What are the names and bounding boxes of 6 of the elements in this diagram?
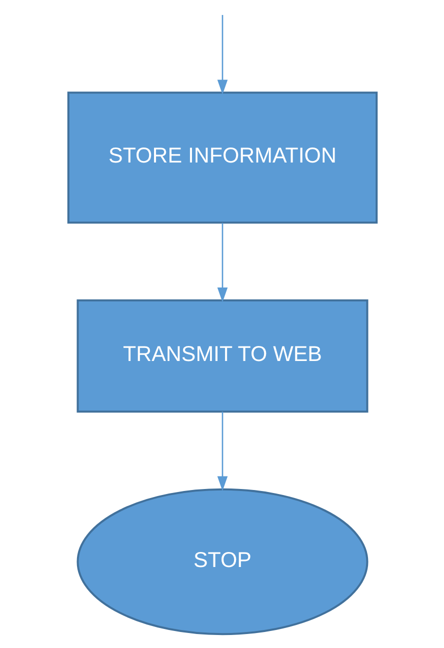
node-ellipse: STOP — [76, 488, 368, 636]
node-box: STORE INFORMATION — [66, 92, 378, 224]
arrow — [216, 223, 228, 302]
arrow — [216, 14, 228, 95]
arrow — [216, 412, 228, 492]
node-box: TRANSMIT TO WEB — [76, 299, 368, 413]
